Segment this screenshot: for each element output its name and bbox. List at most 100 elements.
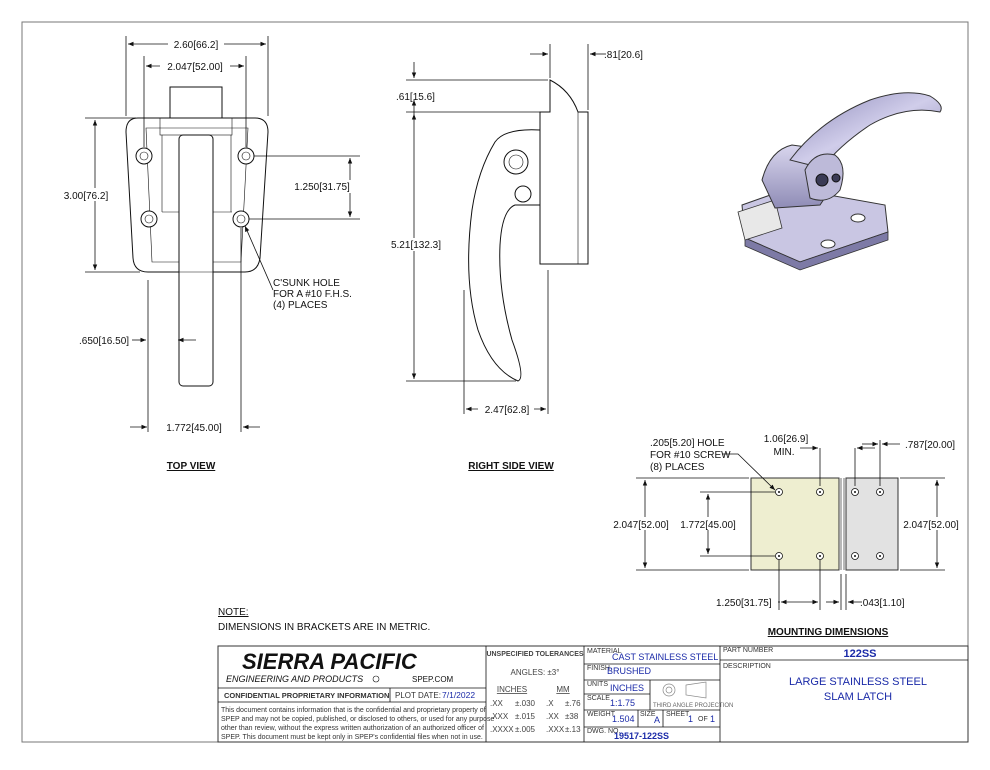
render-handle: [789, 92, 942, 169]
confidential-text-2: SPEP and may not be copied, published, o…: [221, 716, 495, 723]
tolerance-inches-head: INCHES: [497, 685, 527, 694]
mount-left-inner-dim: 1.772: [680, 520, 705, 531]
svg-text:±.005: ±.005: [515, 725, 536, 734]
svg-text:.787[20.00]: .787[20.00]: [905, 440, 955, 451]
svg-text:1.772[45.00]: 1.772[45.00]: [166, 423, 222, 434]
mounting-dimensions-label: MOUNTING DIMENSIONS: [768, 627, 889, 638]
top-view-hole-bl: [140, 210, 158, 228]
svg-text:.043[1.10]: .043[1.10]: [860, 598, 905, 609]
finish-value: BRUSHED: [607, 666, 652, 676]
size-value: A: [654, 715, 660, 725]
mount-right-outer-dim: 2.047: [903, 520, 928, 531]
top-view-hole-tr: [237, 147, 255, 165]
registered-mark-icon: [372, 675, 380, 683]
third-angle-projection-icon: [662, 681, 707, 699]
svg-text:±38: ±38: [565, 712, 579, 721]
svg-text:2.047[52.00]: 2.047[52.00]: [903, 520, 959, 531]
note-text: DIMENSIONS IN BRACKETS ARE IN METRIC.: [218, 622, 430, 633]
sheet-value: 1: [688, 714, 693, 724]
mount-bottom-spacing-dim: 1.250: [716, 598, 741, 609]
top-hole-spacing-dim: 2.047: [167, 62, 192, 73]
description-label: DESCRIPTION: [723, 663, 771, 670]
tolerance-heading: UNSPECIFIED TOLERANCES: [486, 651, 583, 658]
finish-label: FINISH: [587, 665, 610, 672]
scale-label: SCALE: [587, 695, 610, 702]
dwg-no-label: DWG. NO.: [587, 728, 620, 735]
svg-text:.XXXX: .XXXX: [490, 725, 514, 734]
svg-text:1.772[45.00]: 1.772[45.00]: [680, 520, 736, 531]
company-name: SIERRA PACIFIC: [242, 649, 418, 674]
top-view-hole-tl: [135, 147, 153, 165]
svg-text:±.13: ±.13: [565, 725, 581, 734]
dwg-no-value: 19517-122SS: [614, 731, 669, 741]
confidential-text-1: This document contains information that …: [221, 707, 486, 714]
svg-text:.650[16.50]: .650[16.50]: [79, 336, 129, 347]
tolerance-mm-head: MM: [556, 685, 570, 694]
confidential-text-3: other than review, without the express w…: [221, 725, 484, 732]
plot-date: 7/1/2022: [442, 690, 475, 700]
mount-gap-dim: .043: [860, 598, 880, 609]
description-line-2: SLAM LATCH: [824, 691, 892, 703]
material-value: CAST STAINLESS STEEL: [612, 652, 718, 662]
svg-text:.XXX: .XXX: [490, 712, 509, 721]
title-block: SIERRA PACIFIC ENGINEERING AND PRODUCTS …: [217, 645, 969, 743]
units-label: UNITS: [587, 681, 608, 688]
svg-text:1.250[31.75]: 1.250[31.75]: [294, 182, 350, 193]
svg-text:.X: .X: [546, 699, 554, 708]
sheet-total: 1: [710, 714, 715, 724]
svg-text:2.047[52.00]: 2.047[52.00]: [167, 62, 223, 73]
company-subtitle: ENGINEERING AND PRODUCTS: [226, 674, 363, 684]
svg-text:3.00[76.2]: 3.00[76.2]: [64, 191, 109, 202]
scale-value: 1:1.75: [610, 698, 635, 708]
svg-text:.XX: .XX: [490, 699, 504, 708]
svg-text:.XXX: .XXX: [546, 725, 565, 734]
side-depth-dim: 2.47: [485, 405, 505, 416]
of-label: OF: [698, 716, 708, 723]
top-view-catch-block: [169, 86, 223, 119]
confidential-heading: CONFIDENTIAL PROPRIETARY INFORMATION: [224, 691, 389, 700]
svg-text:.61[15.6]: .61[15.6]: [396, 92, 435, 103]
top-view-hole-br: [232, 210, 250, 228]
side-height-dim: 5.21: [391, 240, 411, 251]
isometric-render: [737, 92, 942, 271]
description-line-1: LARGE STAINLESS STEEL: [789, 676, 927, 688]
units-value: INCHES: [610, 683, 644, 693]
weight-value: 1.504: [612, 714, 635, 724]
top-width-dim: 2.60: [174, 40, 194, 51]
material-label: MATERIAL: [587, 648, 622, 655]
plot-date-label: PLOT DATE:: [395, 691, 441, 700]
mount-hole-note-2: FOR #10 SCREW: [650, 450, 731, 461]
csk-note-line-1: C'SUNK HOLE: [273, 278, 340, 289]
render-catch: [737, 199, 783, 241]
right-side-view-label: RIGHT SIDE VIEW: [468, 461, 554, 472]
right-side-view: .81[20.6] .61[15.6] 5.21[132.3] 2.47[62.…: [386, 44, 643, 472]
size-label: SIZE: [640, 711, 656, 718]
side-view-body: [539, 79, 589, 265]
top-view-label: TOP VIEW: [167, 461, 216, 472]
top-height-dim: 3.00: [64, 191, 84, 202]
side-view-lower-hole: [514, 185, 532, 203]
svg-text:±.015: ±.015: [515, 712, 536, 721]
csk-note-line-2: FOR A #10 F.H.S.: [273, 289, 352, 300]
company-website: SPEP.COM: [412, 675, 454, 684]
svg-text:±.030: ±.030: [515, 699, 536, 708]
mount-keeper-width-dim: .787: [905, 440, 925, 451]
top-hole-vertical-dim: 1.250: [294, 182, 319, 193]
side-view-lever: [468, 129, 541, 382]
top-view-handle: [178, 134, 214, 387]
svg-text:1.250[31.75]: 1.250[31.75]: [716, 598, 772, 609]
svg-text:.XX: .XX: [546, 712, 560, 721]
side-lip-dim: .61: [396, 92, 410, 103]
mount-left-outer-dim: 2.047: [613, 520, 638, 531]
mount-min-gap-dim: 1.06: [764, 434, 784, 445]
mount-min-label: MIN.: [773, 447, 794, 458]
projection-label: THIRD ANGLE PROJECTION: [653, 703, 733, 709]
side-top-offset-dim: .81: [604, 50, 618, 61]
note-heading: NOTE:: [218, 607, 249, 618]
svg-text:2.60[66.2]: 2.60[66.2]: [174, 40, 219, 51]
svg-text:2.047[52.00]: 2.047[52.00]: [613, 520, 669, 531]
svg-text:±.76: ±.76: [565, 699, 581, 708]
svg-text:.205[5.20] HOLE: .205[5.20] HOLE: [650, 438, 725, 449]
